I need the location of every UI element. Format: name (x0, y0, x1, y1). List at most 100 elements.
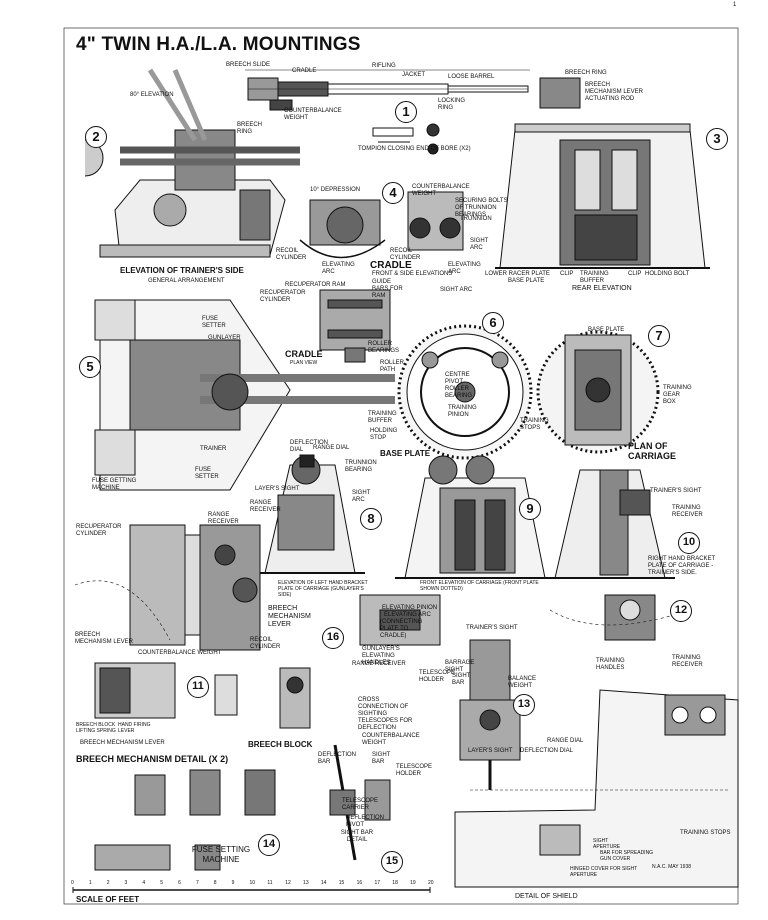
label-trunnion-bearing: TRUNNION BEARING (345, 460, 377, 473)
label-breech-mech-rod: BREECH MECHANISM LEVER ACTUATING ROD (585, 82, 644, 102)
label-recuperator-cyl2: RECUPERATOR CYLINDER (76, 524, 122, 537)
caption-cradle-front: CRADLE (370, 260, 412, 271)
label-deflection-pivot: DEFLECTION PIVOT (346, 815, 385, 828)
breech-mechanism-view (74, 524, 261, 651)
label-base-plate: BASE PLATE (508, 278, 545, 284)
label-sight-arc3: SIGHT ARC (352, 490, 371, 503)
scale-tick-label: 15 (338, 880, 345, 886)
fig11-breech (94, 662, 311, 729)
label-roller-bearings: ROLLER BEARINGS (368, 341, 400, 354)
label-sight-aperture: SIGHT APERTURE (593, 838, 621, 850)
corner-mark: 1 (733, 2, 737, 8)
label-tompion: TOMPION CLOSING END OF BORE (X2) (358, 146, 471, 152)
scale-tick-label: 3 (124, 880, 128, 886)
scale-tick-label: 16 (356, 880, 363, 886)
label-hand-firing: HAND FIRING LEVER (118, 722, 151, 734)
label-breech-ring-fig1: BREECH RING (237, 122, 263, 135)
caption-sight-bar: SIGHT BAR DETAIL (340, 830, 374, 843)
label-base-plate7: BASE PLATE (588, 327, 625, 333)
label-elev80: 80° ELEVATION (130, 92, 174, 98)
label-gunlayers-elev: GUNLAYER'S ELEVATING HANDLES (362, 646, 400, 666)
scale-tick-label: 19 (410, 880, 416, 886)
label-holding-stop: HOLDING STOP (370, 428, 398, 441)
label-front-side: FRONT & SIDE ELEVATIONS (372, 271, 453, 277)
figure-number-16: 16 (322, 627, 344, 649)
fig2-elevation (84, 68, 300, 258)
label-breech-ring-top: BREECH RING (565, 70, 607, 76)
figure-number-14: 14 (258, 834, 280, 856)
caption-right-hand: RIGHT HAND BRACKET PLATE OF CARRIAGE - T… (648, 556, 716, 576)
label-balance-weight: BALANCE WEIGHT (508, 676, 537, 689)
fig1-gun-barrel (245, 69, 530, 111)
label-deflection-bar: DEFLECTION BAR (318, 752, 357, 765)
scale-tick-label: 10 (249, 880, 256, 886)
caption-fuse-setting: FUSE SETTING MACHINE (191, 845, 251, 864)
label-training-stops: TRAINING STOPS (520, 418, 549, 431)
label-range-dial2: RANGE DIAL (547, 738, 584, 744)
label-fuse-getting: FUSE GETTING MACHINE (92, 478, 137, 491)
caption-cradle-plan: CRADLE (285, 349, 323, 359)
figure-number-5: 5 (79, 356, 101, 378)
label-clip2: CLIP (628, 271, 642, 277)
label-training-buffer: TRAINING BUFFER (580, 271, 609, 284)
caption-front-elev: FRONT ELEVATION OF CARRIAGE (FRONT PLATE… (420, 580, 539, 592)
caption-elev-left: ELEVATION OF LEFT HAND BRACKET PLATE OF … (278, 580, 368, 598)
label-training-receiver: TRAINING RECEIVER (672, 505, 703, 518)
label-telescope-holder: TELESCOPE HOLDER (419, 670, 456, 683)
caption-general: GENERAL ARRANGEMENT (148, 278, 225, 284)
label-cross-connection: CROSS CONNECTION OF SIGHTING TELESCOPES … (358, 697, 413, 731)
label-range-receiver: RANGE RECEIVER (250, 500, 281, 513)
scale-tick-label: 14 (320, 880, 327, 886)
label-jacket: JACKET (402, 72, 426, 78)
fig14-fuse-setting (94, 769, 276, 871)
caption-elevation: ELEVATION OF TRAINER'S SIDE (120, 266, 244, 275)
label-breech-mech-lever3: BREECH MECHANISM LEVER (80, 740, 165, 746)
label-training-receiver2: TRAINING RECEIVER (672, 655, 703, 668)
label-holding-bolt: HOLDING BOLT (645, 271, 690, 277)
scale-tick-label: 5 (160, 880, 164, 886)
scale-tick-label: 8 (213, 880, 217, 886)
label-layers-sight2: LAYER'S SIGHT (468, 748, 513, 754)
label-range-dial: RANGE DIAL (313, 445, 350, 451)
fig3-rear-elevation (495, 77, 710, 269)
label-training-gear-box: TRAINING GEAR BOX (663, 385, 692, 405)
label-range-receiver3: RANGE RECEIVER (208, 512, 239, 525)
label-bar-for-spreading: BAR FOR SPREADING GUN COVER (600, 850, 654, 862)
label-roller-path: ROLLER PATH (380, 360, 405, 373)
caption-shield: DETAIL OF SHIELD (515, 893, 578, 900)
cradle-plan-view (319, 289, 391, 363)
page-title: 4" TWIN H.A./L.A. MOUNTINGS (76, 34, 361, 55)
figure-number-9: 9 (519, 498, 541, 520)
label-trainers-sight2: TRAINER'S SIGHT (466, 625, 518, 631)
label-breech-block-lifting: BREECH BLOCK LIFTING SPRING (76, 722, 116, 734)
figure-number-3: 3 (706, 128, 728, 150)
scale-tick-label: 0 (71, 880, 74, 886)
scale-tick-label: 7 (195, 880, 199, 886)
label-elevating-pinion: ELEVATING PINION (382, 605, 438, 611)
label-rifling: RIFLING (372, 63, 396, 69)
scale-tick-label: 6 (178, 880, 181, 886)
label-training-stops2: TRAINING STOPS (680, 830, 731, 836)
label-deflection-dial: DEFLECTION DIAL (290, 440, 329, 453)
label-recoil-cylinder2: RECOIL CYLINDER (390, 248, 421, 261)
fig4-cradle (299, 191, 464, 259)
figure-number-4: 4 (382, 182, 404, 204)
figure-number-15: 15 (381, 851, 403, 873)
tompion-detail (372, 123, 440, 155)
figure-number-11: 11 (187, 676, 209, 698)
label-training-pinion: TRAINING PINION (448, 405, 477, 418)
label-fuse-setter2: FUSE SETTER (195, 467, 219, 480)
label-counterbalance-weight: COUNTERBALANCE WEIGHT (284, 108, 342, 121)
scale-tick-label: 1 (88, 880, 92, 886)
label-lower-racer: LOWER RACER PLATE (485, 271, 550, 277)
caption-scale: SCALE OF FEET (76, 895, 140, 904)
label-deflection-dial2: DEFLECTION DIAL (520, 748, 574, 754)
label-counterbalance-weight4: COUNTERBALANCE WEIGHT (362, 733, 420, 746)
shield-detail (454, 689, 739, 888)
scale-tick-label: 2 (106, 880, 110, 886)
figure-number-2: 2 (85, 126, 107, 148)
label-centre-pivot: CENTRE PIVOT ROLLER BEARING (445, 372, 473, 399)
caption-breech-detail: BREECH MECHANISM DETAIL (X 2) (76, 754, 229, 764)
figure-number-8: 8 (360, 508, 382, 530)
